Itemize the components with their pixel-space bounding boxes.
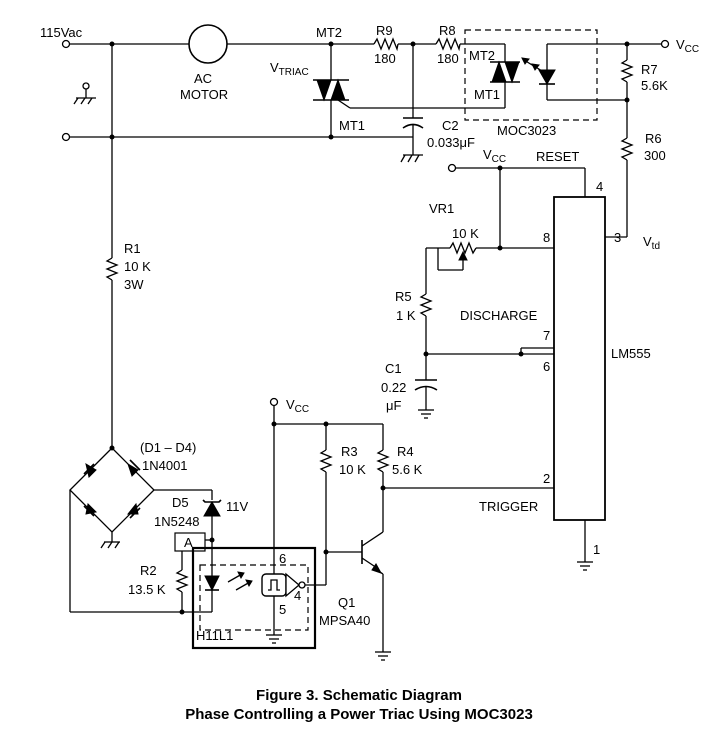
c1-name: C1	[385, 361, 402, 376]
bridge-name: (D1 – D4)	[140, 440, 196, 455]
caption-line-2: Phase Controlling a Power Triac Using MO…	[185, 706, 533, 723]
pin-6-label: 6	[543, 359, 550, 374]
h11-pin-5: 5	[279, 602, 286, 617]
potentiometer-vr1	[425, 241, 500, 294]
r8-name: R8	[439, 23, 456, 38]
power-triac-symbol	[313, 44, 505, 137]
moc3023-opto	[464, 29, 627, 121]
pin-1-label: 1	[593, 542, 600, 557]
r2-name: R2	[140, 563, 157, 578]
r8-value: 180	[437, 51, 459, 66]
bridge-rectifier	[69, 445, 212, 613]
pin-8-label: 8	[543, 230, 550, 245]
h11-pin-6: 6	[279, 551, 286, 566]
r5-value: 1 K	[396, 308, 416, 323]
r7-value: 5.6K	[641, 78, 668, 93]
vcc-reset-label: VCC	[483, 147, 506, 165]
transistor-q1	[326, 531, 391, 661]
pin-3-label: 3	[614, 230, 621, 245]
opto-mt2-label: MT2	[469, 48, 495, 63]
discharge-label: DISCHARGE	[460, 308, 538, 323]
resistor-r1	[105, 44, 119, 448]
resistor-r4	[376, 424, 390, 532]
pin-4-label: 4	[596, 179, 603, 194]
r2-value: 13.5 K	[128, 582, 166, 597]
motor-label-1: AC	[194, 71, 212, 86]
r5-name: R5	[395, 289, 412, 304]
earth-ground-icon	[73, 82, 96, 105]
d5-voltage: 11V	[226, 499, 248, 514]
capacitor-c1	[414, 379, 438, 419]
r9-name: R9	[376, 23, 393, 38]
vcc-lower-label: VCC	[286, 397, 309, 415]
ac-motor-symbol	[188, 24, 228, 64]
resistor-r2	[175, 551, 212, 615]
mains-hot-terminal	[61, 39, 71, 49]
d5-name: D5	[172, 495, 189, 510]
r1-name: R1	[124, 241, 141, 256]
resistor-r3	[319, 424, 333, 585]
bridge-value: 1N4001	[142, 458, 188, 473]
c2-value: 0.033μF	[427, 135, 475, 150]
q1-value: MPSA40	[319, 613, 370, 628]
capacitor-c2	[400, 44, 424, 163]
h11l1-label: H11L1	[196, 628, 233, 643]
r4-value: 5.6 K	[392, 462, 423, 477]
r4-name: R4	[397, 444, 414, 459]
resistor-r5	[419, 293, 433, 380]
r1-value-1: 10 K	[124, 259, 151, 274]
r3-value: 10 K	[339, 462, 366, 477]
lm555-label: LM555	[611, 346, 651, 361]
motor-label-2: MOTOR	[180, 87, 228, 102]
r1-value-2: 3W	[124, 277, 144, 292]
h11-pin-4: 4	[294, 588, 301, 603]
resistor-r6	[605, 137, 634, 238]
triac-mt2-label: MT2	[316, 25, 342, 40]
triac-mt1-label: MT1	[339, 118, 365, 133]
c2-name: C2	[442, 118, 459, 133]
r9-value: 180	[374, 51, 396, 66]
pin-2-label: 2	[543, 471, 550, 486]
c1-value-1: 0.22	[381, 380, 406, 395]
vr1-name: VR1	[429, 201, 454, 216]
resistor-r9	[373, 37, 399, 52]
vtriac-label: VTRIAC	[270, 60, 309, 78]
r6-name: R6	[645, 131, 662, 146]
vcc-top-label: VCC	[676, 37, 699, 55]
resistor-r8	[435, 37, 461, 52]
q1-name: Q1	[338, 595, 355, 610]
h11l1-optocoupler	[191, 540, 326, 650]
caption-line-1: Figure 3. Schematic Diagram	[256, 687, 462, 704]
r7-name: R7	[641, 62, 658, 77]
vtd-label: Vtd	[643, 234, 660, 252]
vcc-supply-lower	[269, 397, 383, 548]
reset-label: RESET	[536, 149, 579, 164]
trigger-label: TRIGGER	[479, 499, 538, 514]
mains-neutral-terminal	[61, 132, 71, 142]
d5-value: 1N5248	[154, 514, 200, 529]
vr1-value: 10 K	[452, 226, 479, 241]
moc3023-label: MOC3023	[497, 123, 556, 138]
source-label: 115Vac	[40, 25, 83, 40]
resistor-r7	[620, 44, 634, 138]
vcc-supply-top	[624, 39, 670, 49]
pin-7-label: 7	[543, 328, 550, 343]
c1-value-2: μF	[386, 398, 401, 413]
reset-vcc-line	[447, 163, 586, 251]
opto-mt1-label: MT1	[474, 87, 500, 102]
r6-value: 300	[644, 148, 666, 163]
r3-name: R3	[341, 444, 358, 459]
lm555-timer	[383, 196, 606, 571]
node-a-label: A	[184, 535, 193, 550]
zener-diode-d5	[174, 490, 222, 552]
